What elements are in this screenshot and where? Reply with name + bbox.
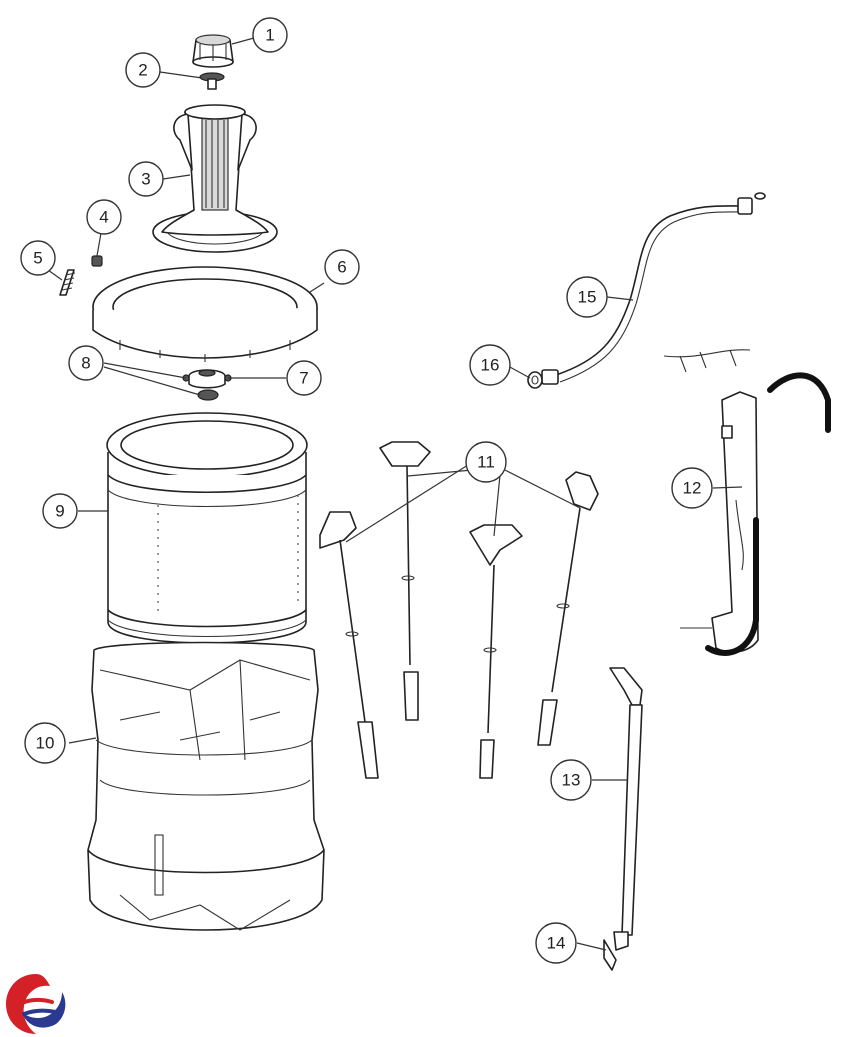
callout-10: 10 — [24, 722, 66, 764]
callout-5-label: 5 — [33, 249, 42, 268]
callout-16-label: 16 — [481, 356, 500, 375]
part-12-wire-harness — [663, 349, 831, 656]
callout-13: 13 — [550, 759, 592, 801]
part-10-outer-tub — [87, 641, 325, 931]
callout-11-label: 11 — [477, 453, 495, 472]
part-16-washer — [527, 371, 543, 389]
part-11-suspension-rods — [319, 441, 599, 779]
callout-4-label: 4 — [99, 208, 108, 227]
callout-16: 16 — [469, 344, 511, 386]
callout-14: 14 — [535, 922, 577, 964]
callout-6-label: 6 — [337, 258, 346, 277]
part-1-agitator-cap — [192, 34, 234, 68]
callout-6: 6 — [324, 249, 360, 285]
callout-7-label: 7 — [299, 369, 308, 388]
callout-3-label: 3 — [141, 170, 150, 189]
part-3-agitator — [152, 104, 278, 253]
suspension-rod-a — [319, 511, 379, 779]
part-14-hose-clamp — [603, 931, 629, 971]
part-15-fill-hose — [541, 192, 766, 385]
part-4-nut — [91, 255, 103, 267]
part-6-tub-ring — [92, 266, 318, 362]
callout-8: 8 — [68, 345, 104, 381]
callout-10-label: 10 — [36, 734, 55, 753]
callout-14-label: 14 — [547, 934, 566, 953]
callout-9: 9 — [42, 493, 78, 529]
callout-7: 7 — [286, 360, 322, 396]
callout-13-label: 13 — [562, 771, 581, 790]
suspension-rod-d — [537, 471, 599, 746]
leader-lines — [47, 37, 743, 951]
callout-9-label: 9 — [55, 502, 64, 521]
suspension-rod-b — [379, 441, 431, 721]
brand-logo-icon — [6, 974, 66, 1034]
part-8-seals — [182, 374, 232, 401]
callout-1-label: 1 — [265, 26, 274, 45]
callout-12: 12 — [671, 467, 713, 509]
callout-5: 5 — [20, 240, 56, 276]
callout-2-label: 2 — [138, 61, 147, 80]
callout-3: 3 — [128, 161, 164, 197]
callout-2: 2 — [125, 52, 161, 88]
callout-1: 1 — [252, 17, 288, 53]
part-9-inner-basket — [106, 412, 308, 644]
callout-15: 15 — [566, 276, 608, 318]
part-7-hub — [188, 369, 226, 389]
callout-12-label: 12 — [683, 479, 702, 498]
callout-11: 11 — [465, 441, 507, 483]
callout-8-label: 8 — [81, 354, 90, 373]
part-5-spring — [59, 269, 76, 296]
callout-4: 4 — [86, 199, 122, 235]
part-13-drain-hose — [609, 667, 643, 936]
suspension-rod-c — [469, 524, 523, 779]
callout-15-label: 15 — [578, 288, 597, 307]
part-2-coupling — [199, 72, 225, 90]
